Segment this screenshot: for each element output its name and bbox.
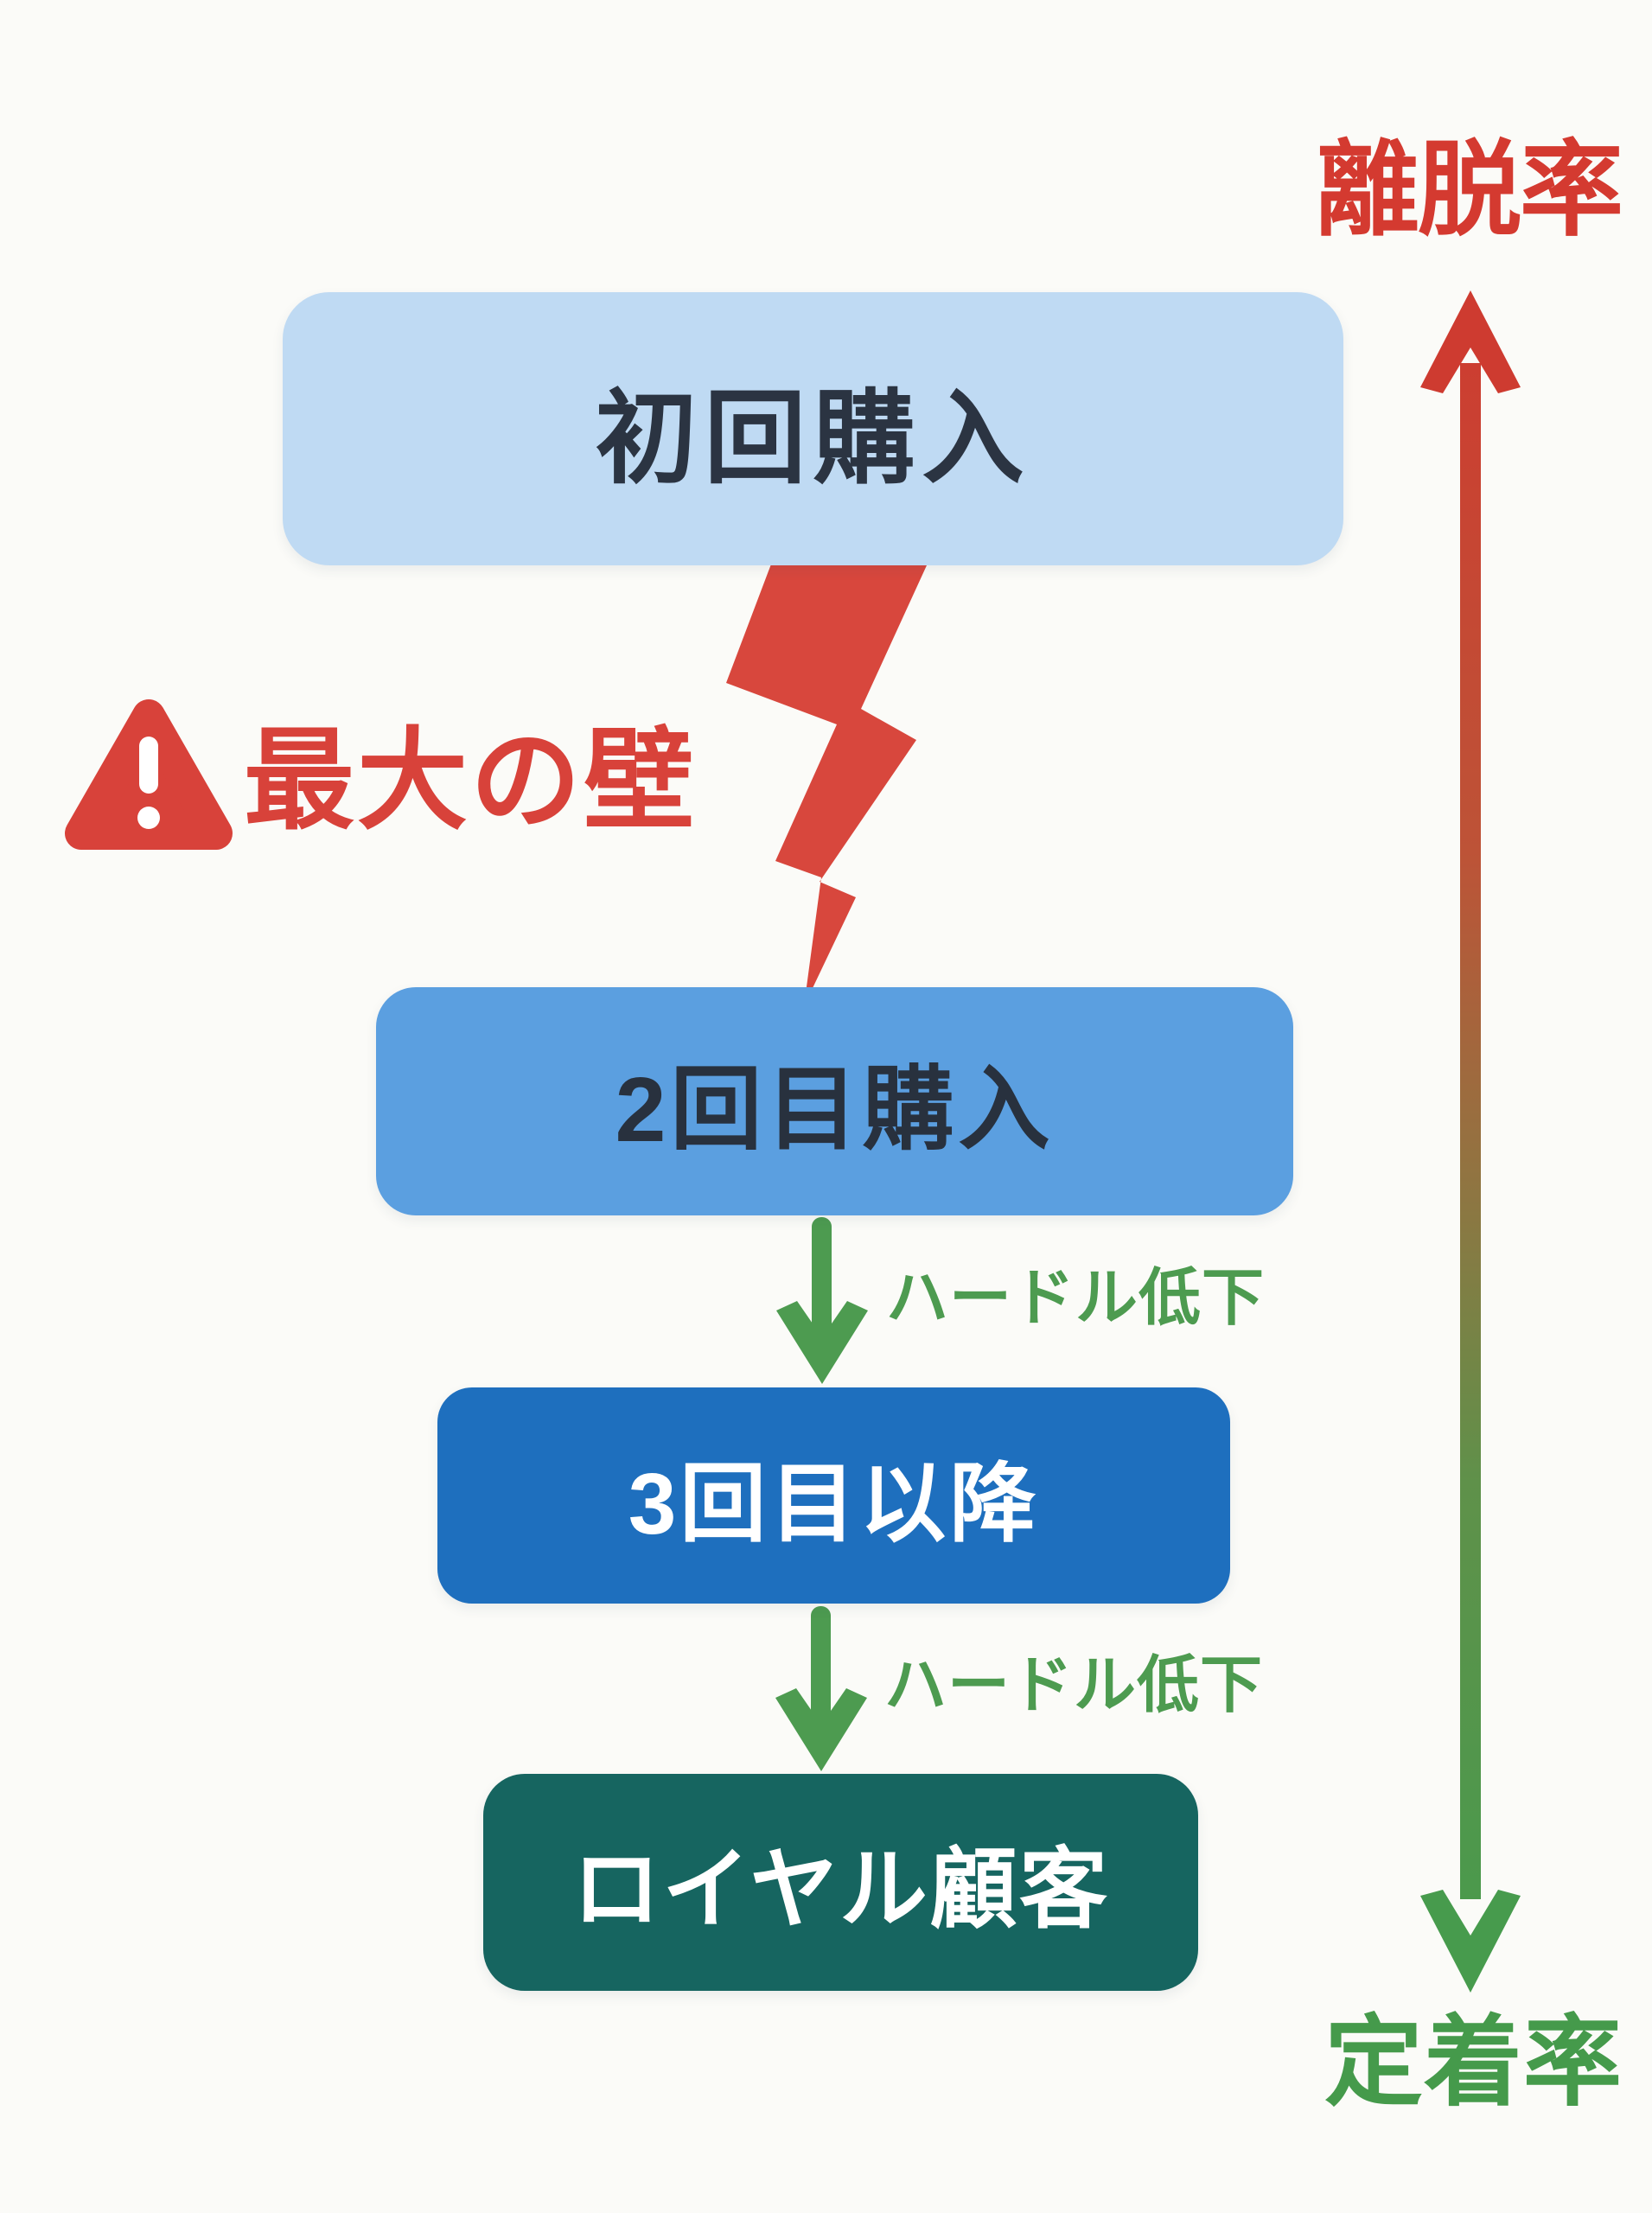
hurdle-lowered-label: ハードル低下 [886, 1264, 1266, 1333]
lightning-bolt-icon [726, 562, 927, 1006]
hurdle-lowered-label: ハードル低下 [884, 1651, 1264, 1720]
down-arrow-icon [775, 1606, 867, 1771]
barrier-label: 最大の壁 [244, 719, 698, 843]
churn-rate-label: 離脱率 [1316, 132, 1623, 248]
down-arrow-icon [776, 1217, 868, 1384]
stage-loyal-customer: ロイヤル顧客 [483, 1774, 1198, 1991]
retention-rate-label: 定着率 [1324, 2008, 1623, 2118]
stage-first-purchase: 初回購入 [283, 292, 1343, 565]
warning-triangle-icon [65, 699, 233, 850]
stage-third-purchase-onward: 3回目以降 [437, 1387, 1230, 1604]
churn-retention-axis-arrow-icon [1420, 290, 1521, 1993]
barrier-callout: 最大の壁 [64, 692, 747, 864]
stage-second-purchase: 2回目購入 [376, 987, 1293, 1215]
